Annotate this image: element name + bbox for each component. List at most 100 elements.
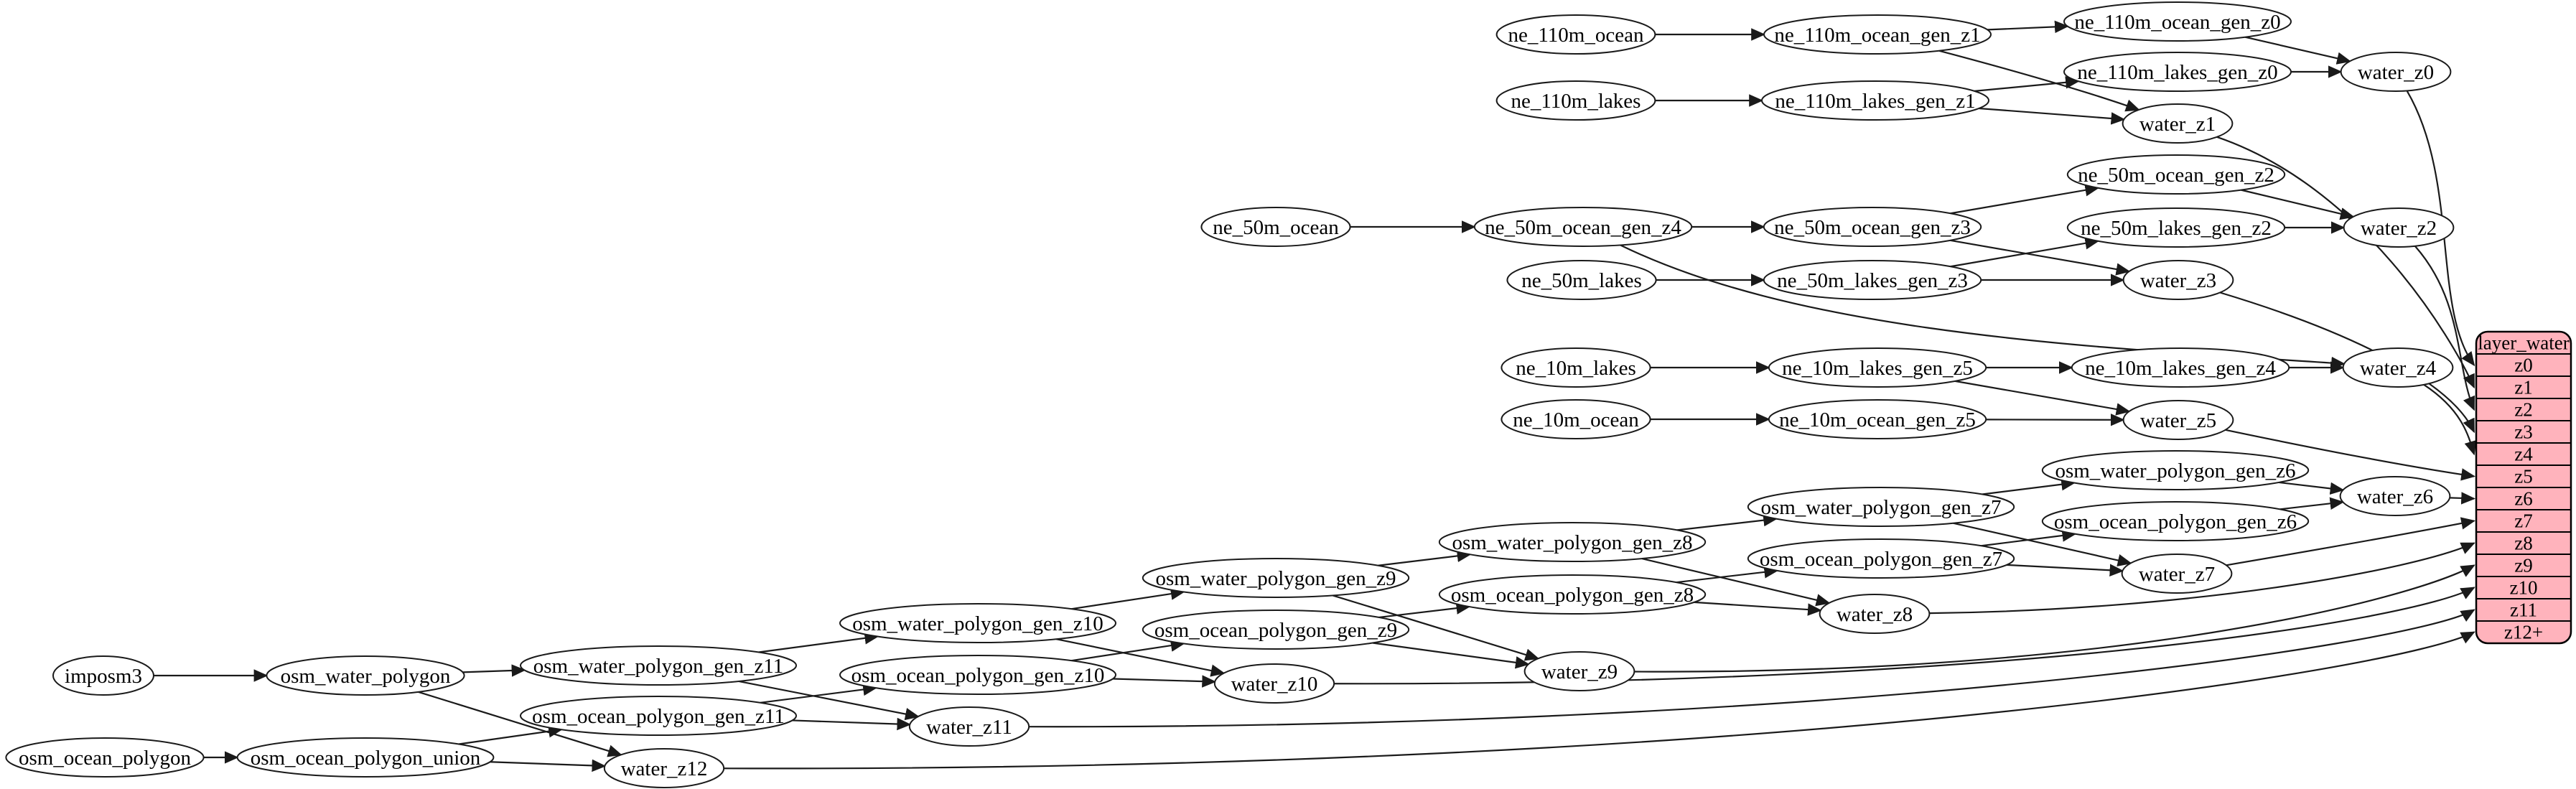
node-shape <box>839 655 1116 695</box>
edges-layer <box>154 20 2477 772</box>
node-ne_50m_ocean: ne_50m_ocean <box>1200 207 1351 247</box>
node-shape <box>1200 207 1351 247</box>
node-osm_ocean_polygon_union: osm_ocean_polygon_union <box>236 737 495 778</box>
node-label: water_z5 <box>2140 409 2216 432</box>
node-label: water_z12 <box>621 757 708 780</box>
edge-osm_ocean_polygon_gen_z7-to-water_z7 <box>2006 564 2124 576</box>
node-label: ne_110m_lakes_gen_z0 <box>2077 61 2277 84</box>
node-label: osm_ocean_polygon_gen_z6 <box>2054 510 2297 533</box>
node-ne_10m_ocean: ne_10m_ocean <box>1501 399 1651 439</box>
edge-osm_water_polygon_gen_z11-to-osm_water_polygon_gen_z10 <box>758 632 879 653</box>
node-shape <box>1819 594 1931 634</box>
node-shape <box>1213 663 1335 704</box>
node-shape <box>2340 52 2452 92</box>
node-label: osm_ocean_polygon_gen_z11 <box>532 705 785 728</box>
node-water_z10: water_z10 <box>1213 663 1335 704</box>
node-shape <box>5 737 205 778</box>
edge-osm_ocean_polygon_gen_z7-to-osm_ocean_polygon_gen_z6 <box>1981 529 2077 547</box>
node-shape <box>1473 207 1693 247</box>
node-shape <box>236 737 495 778</box>
table-row-z9: z9 <box>2514 555 2532 576</box>
node-shape <box>1495 14 1656 55</box>
edge-water_z12-to-layer_water.z12+ <box>724 631 2475 770</box>
edge-water_z8-to-layer_water.z8 <box>1929 542 2475 615</box>
edge-water_z0-to-layer_water.z0 <box>2406 90 2475 367</box>
node-shape <box>2122 260 2234 300</box>
table-row-z11: z11 <box>2510 599 2537 621</box>
node-label: ne_50m_ocean <box>1213 216 1339 239</box>
node-osm_ocean_polygon_gen_z6: osm_ocean_polygon_gen_z6 <box>2041 501 2310 541</box>
edge-ne_50m_ocean_gen_z3-to-ne_50m_ocean_gen_z2 <box>1950 184 2100 215</box>
node-label: ne_10m_ocean_gen_z5 <box>1779 408 1976 431</box>
edge-osm_ocean_polygon_union-to-osm_ocean_polygon_gen_z11 <box>458 725 563 745</box>
node-shape <box>2041 501 2310 541</box>
node-shape <box>1501 399 1651 439</box>
node-label: water_z10 <box>1231 673 1318 696</box>
node-shape <box>908 706 1030 747</box>
table-row-z7: z7 <box>2514 510 2532 532</box>
node-ne_10m_lakes: ne_10m_lakes <box>1501 347 1651 388</box>
edge-osm_ocean_polygon_gen_z10-to-osm_ocean_polygon_gen_z9 <box>1071 639 1185 662</box>
node-shape <box>1747 538 2015 579</box>
table-title: layer_water <box>2478 332 2569 354</box>
node-shape <box>2121 554 2233 594</box>
table-row-z0: z0 <box>2514 355 2532 376</box>
node-shape <box>520 696 797 736</box>
node-label: osm_ocean_polygon_gen_z8 <box>1451 584 1694 607</box>
edge-water_z5-to-layer_water.z5 <box>2225 429 2475 481</box>
edge-osm_water_polygon_gen_z6-to-water_z6 <box>2279 481 2345 495</box>
layer-water-table: layer_waterz0z1z2z3z4z5z6z7z8z9z10z11z12… <box>2475 330 2572 645</box>
edge-ne_110m_ocean_gen_z1-to-water_z1 <box>1938 50 2140 112</box>
node-water_z7: water_z7 <box>2121 554 2233 594</box>
node-label: ne_50m_ocean_gen_z2 <box>2078 164 2274 187</box>
node-shape <box>2063 1 2292 42</box>
edge-osm_water_polygon-to-osm_water_polygon_gen_z11 <box>462 664 526 677</box>
edge-osm_ocean_polygon_gen_z9-to-osm_ocean_polygon_gen_z8 <box>1378 602 1471 619</box>
node-shape <box>839 603 1116 643</box>
table-row-z3: z3 <box>2514 421 2532 443</box>
node-ne_50m_ocean_gen_z3: ne_50m_ocean_gen_z3 <box>1763 207 1982 247</box>
node-water_z12: water_z12 <box>603 748 725 788</box>
edge-osm_ocean_polygon_union-to-water_z12 <box>490 759 607 772</box>
node-shape <box>266 655 465 696</box>
node-shape <box>520 645 797 686</box>
node-label: osm_water_polygon_gen_z6 <box>2055 459 2295 482</box>
node-label: osm_water_polygon_gen_z10 <box>852 612 1103 635</box>
node-osm_water_polygon: osm_water_polygon <box>266 655 465 696</box>
node-label: water_z7 <box>2139 563 2215 586</box>
node-label: ne_50m_lakes <box>1521 269 1642 292</box>
node-label: osm_water_polygon_gen_z11 <box>533 655 783 678</box>
node-shape <box>1768 399 1987 439</box>
node-osm_ocean_polygon_gen_z10: osm_ocean_polygon_gen_z10 <box>839 655 1116 695</box>
node-label: ne_110m_lakes_gen_z1 <box>1775 90 1975 113</box>
node-shape <box>1761 80 1989 121</box>
table-row-z5: z5 <box>2514 466 2532 487</box>
edge-osm_ocean_polygon_gen_z8-to-osm_ocean_polygon_gen_z7 <box>1676 566 1779 584</box>
table-row-z2: z2 <box>2514 399 2532 421</box>
table-row-z1: z1 <box>2514 377 2532 398</box>
edge-osm_ocean_polygon_gen_z9-to-water_z9 <box>1372 642 1530 669</box>
node-shape <box>52 655 154 696</box>
node-label: ne_50m_lakes_gen_z2 <box>2081 217 2272 240</box>
node-label: water_z2 <box>2361 217 2437 240</box>
node-label: ne_110m_lakes <box>1511 90 1641 113</box>
edge-water_z2-to-layer_water.z2 <box>2414 246 2475 411</box>
node-label: osm_water_polygon_gen_z9 <box>1155 567 1396 590</box>
node-shape <box>1495 80 1656 121</box>
node-label: ne_10m_lakes <box>1516 357 1636 380</box>
node-water_z4: water_z4 <box>2342 347 2454 388</box>
node-shape <box>2066 207 2286 248</box>
node-ne_50m_lakes_gen_z2: ne_50m_lakes_gen_z2 <box>2066 207 2286 248</box>
edge-ne_50m_lakes_gen_z3-to-ne_50m_lakes_gen_z2 <box>1950 237 2100 268</box>
edge-ne_110m_ocean_gen_z1-to-ne_110m_ocean_gen_z0 <box>1987 20 2069 34</box>
node-water_z9: water_z9 <box>1523 651 1635 691</box>
node-imposm3: imposm3 <box>52 655 154 696</box>
node-water_z3: water_z3 <box>2122 260 2234 300</box>
node-osm_water_polygon_gen_z11: osm_water_polygon_gen_z11 <box>520 645 797 686</box>
edge-osm_water_polygon-to-water_z12 <box>418 691 622 757</box>
edge-water_z4-to-layer_water.z4 <box>2423 383 2477 456</box>
node-shape <box>1501 347 1651 388</box>
node-osm_ocean_polygon: osm_ocean_polygon <box>5 737 205 778</box>
node-osm_water_polygon_gen_z6: osm_water_polygon_gen_z6 <box>2041 450 2310 490</box>
